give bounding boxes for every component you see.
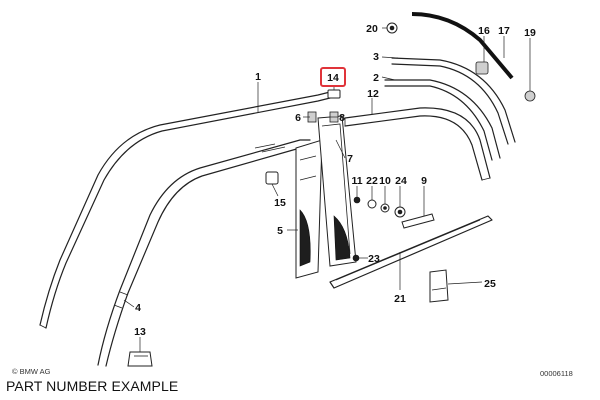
callout-5: 5 bbox=[277, 225, 283, 237]
leader-lines bbox=[123, 27, 531, 352]
callout-21: 21 bbox=[394, 293, 406, 305]
callout-7: 7 bbox=[347, 153, 353, 165]
callout-25: 25 bbox=[484, 278, 496, 290]
part-20-nut bbox=[386, 22, 398, 34]
callout-11: 11 bbox=[351, 175, 362, 187]
part-25-end-cap bbox=[429, 269, 449, 303]
callout-9: 9 bbox=[421, 175, 427, 187]
part-17-seal bbox=[411, 12, 514, 80]
callout-1: 1 bbox=[255, 71, 261, 83]
callout-15: 15 bbox=[274, 197, 286, 209]
part-1-roof-moulding bbox=[39, 91, 331, 329]
callout-16: 16 bbox=[478, 25, 490, 37]
part-19-screw bbox=[524, 80, 536, 102]
part-16-clip bbox=[475, 61, 489, 75]
callout-14: 14 bbox=[327, 72, 339, 84]
part-21-sill-moulding bbox=[329, 215, 493, 289]
callout-6: 6 bbox=[295, 112, 301, 124]
callout-12: 12 bbox=[367, 88, 379, 100]
part-9-bracket bbox=[401, 213, 435, 229]
part-7-pillar-cover bbox=[317, 115, 357, 267]
part-5-trim-panel bbox=[295, 139, 323, 279]
callouts: 1 2 3 4 5 6 7 8 9 10 11 12 13 14 15 16 1… bbox=[134, 23, 536, 338]
copyright-text: © BMW AG bbox=[12, 367, 51, 376]
part-12-arch-moulding bbox=[344, 107, 491, 181]
part-23-clip bbox=[352, 254, 360, 262]
callout-24: 24 bbox=[395, 175, 407, 187]
callout-19: 19 bbox=[524, 27, 536, 39]
part-14-clip bbox=[327, 89, 341, 99]
part-13-clip bbox=[127, 351, 153, 367]
highlight-box-part-14 bbox=[320, 67, 346, 87]
callout-13: 13 bbox=[134, 326, 146, 338]
fasteners-11-22-10-24 bbox=[353, 196, 406, 218]
callout-10: 10 bbox=[379, 175, 391, 187]
callout-2: 2 bbox=[373, 72, 379, 84]
part-4-frame-moulding bbox=[97, 139, 311, 367]
part-2-3-upper-strips bbox=[384, 57, 516, 161]
caption-text: PART NUMBER EXAMPLE bbox=[6, 378, 179, 394]
callout-17: 17 bbox=[498, 25, 510, 37]
callout-3: 3 bbox=[373, 51, 379, 63]
callout-23: 23 bbox=[368, 253, 380, 265]
part-15-clip bbox=[265, 171, 279, 185]
diagram-code: 00006118 bbox=[540, 369, 573, 378]
callout-20: 20 bbox=[366, 23, 378, 35]
callout-4: 4 bbox=[135, 302, 141, 314]
callout-8: 8 bbox=[339, 112, 345, 124]
callout-22: 22 bbox=[366, 175, 378, 187]
